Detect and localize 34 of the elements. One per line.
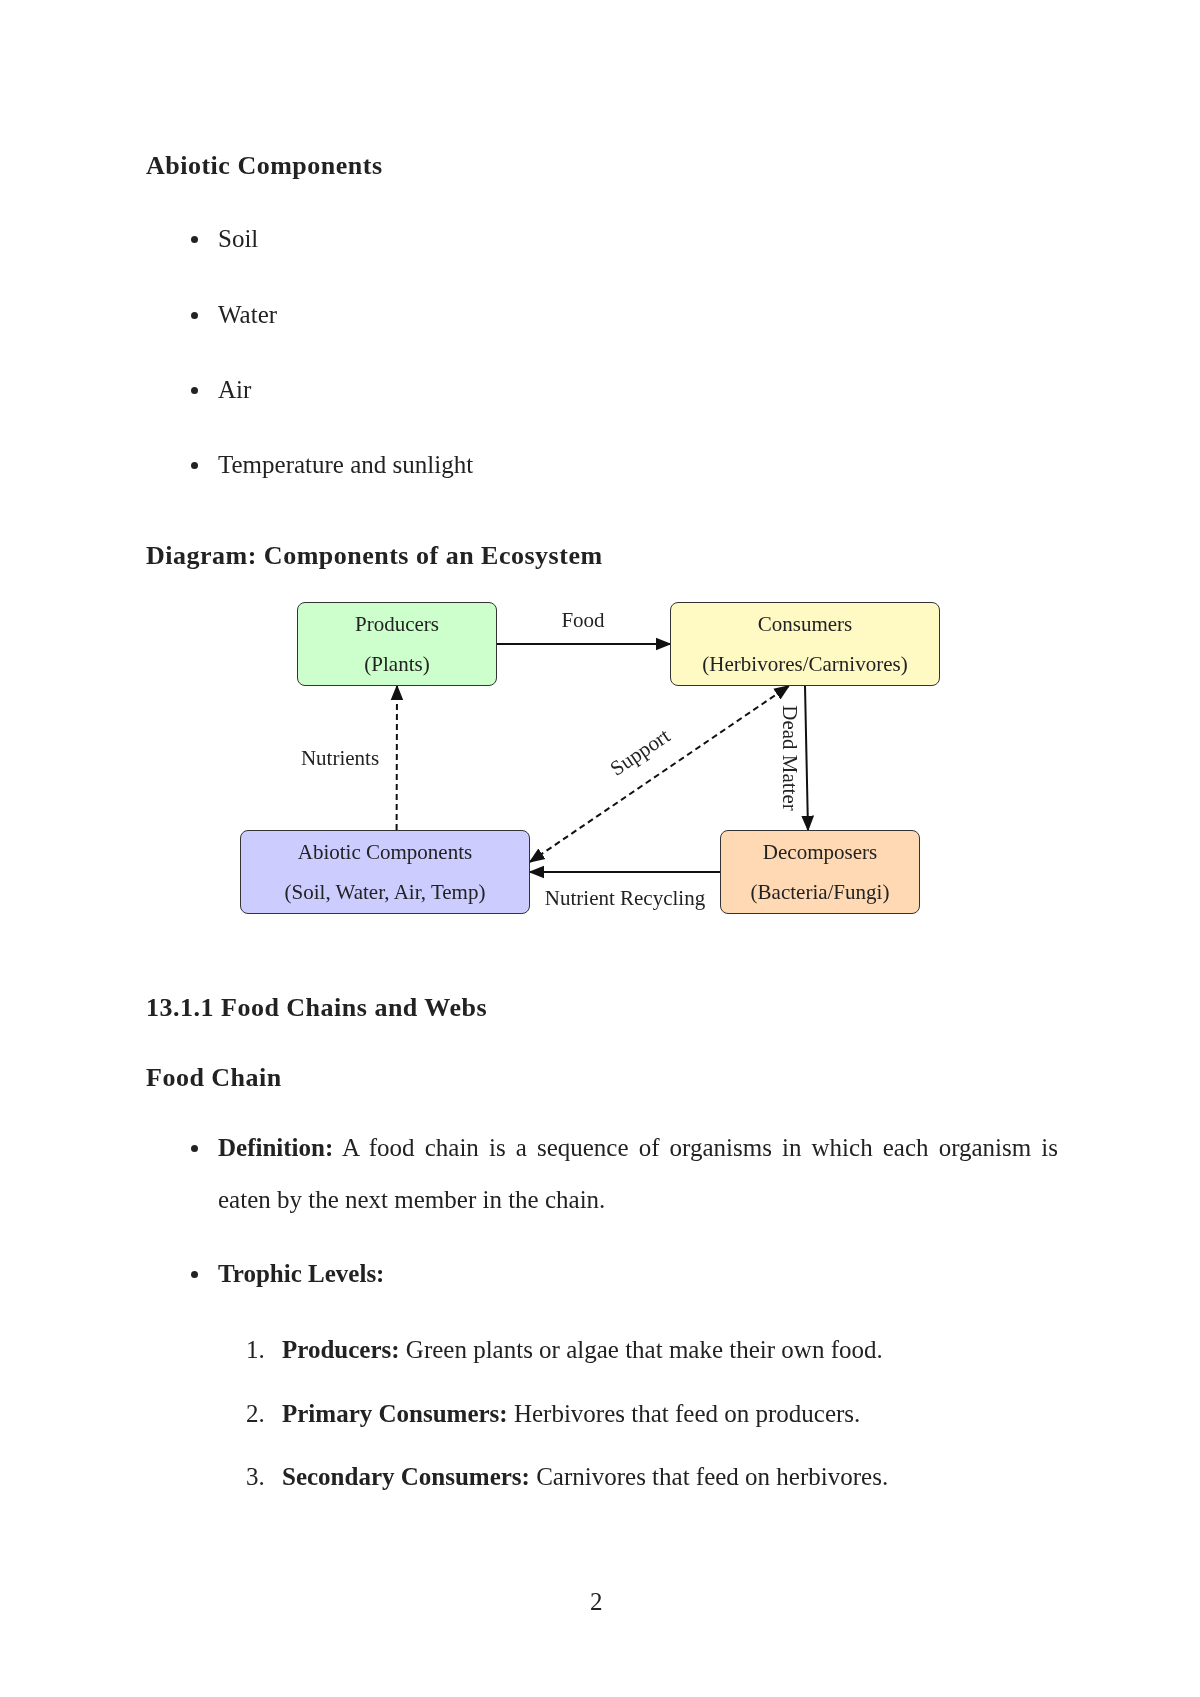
list-number: 1.: [246, 1335, 265, 1365]
box-subtitle: (Herbivores/Carnivores): [702, 651, 908, 678]
box-title: Abiotic Components: [297, 839, 473, 866]
box-title: Producers: [355, 611, 439, 638]
section-heading: Abiotic Components: [146, 150, 383, 182]
process-box: [670, 602, 940, 686]
section-heading: Food Chain: [146, 1062, 282, 1094]
list-item-text: Soil: [218, 224, 259, 254]
process-box: [297, 602, 497, 686]
definition-paragraph: Definition: A food chain is a sequence of organisms in which each organism is eaten by the next member in the chain.: [218, 1133, 1058, 1215]
box-title: Consumers: [757, 611, 853, 638]
process-box: [240, 830, 530, 914]
diagram-title: Diagram: Components of an Ecosystem: [146, 540, 603, 572]
arrow: [528, 865, 721, 879]
box-subtitle: (Bacteria/Fungi): [750, 879, 890, 906]
list-number: 2.: [246, 1399, 265, 1429]
arrow: [528, 685, 791, 863]
list-item-text: Water: [218, 300, 278, 330]
list-item-text: Temperature and sunlight: [218, 450, 474, 480]
process-box: [720, 830, 920, 914]
section-heading: 13.1.1 Food Chains and Webs: [146, 992, 487, 1024]
list-number: 3.: [246, 1462, 265, 1492]
list-item-text: Secondary Consumers: Carnivores that feed on herbivores.: [282, 1462, 889, 1492]
box-subtitle: (Plants): [364, 651, 430, 678]
page-number: 2: [590, 1587, 603, 1617]
arrow: [496, 637, 672, 651]
list-item-text: Trophic Levels:: [218, 1259, 385, 1289]
box-subtitle: (Soil, Water, Air, Temp): [284, 879, 486, 906]
list-item-text: Producers: Green plants or algae that make their own food.: [282, 1335, 883, 1365]
arrow: [390, 684, 404, 831]
list-item-text: Air: [218, 375, 252, 405]
arrow: [801, 685, 815, 832]
box-title: Decomposers: [762, 839, 878, 866]
list-item-text: Primary Consumers: Herbivores that feed on producers.: [282, 1399, 861, 1429]
